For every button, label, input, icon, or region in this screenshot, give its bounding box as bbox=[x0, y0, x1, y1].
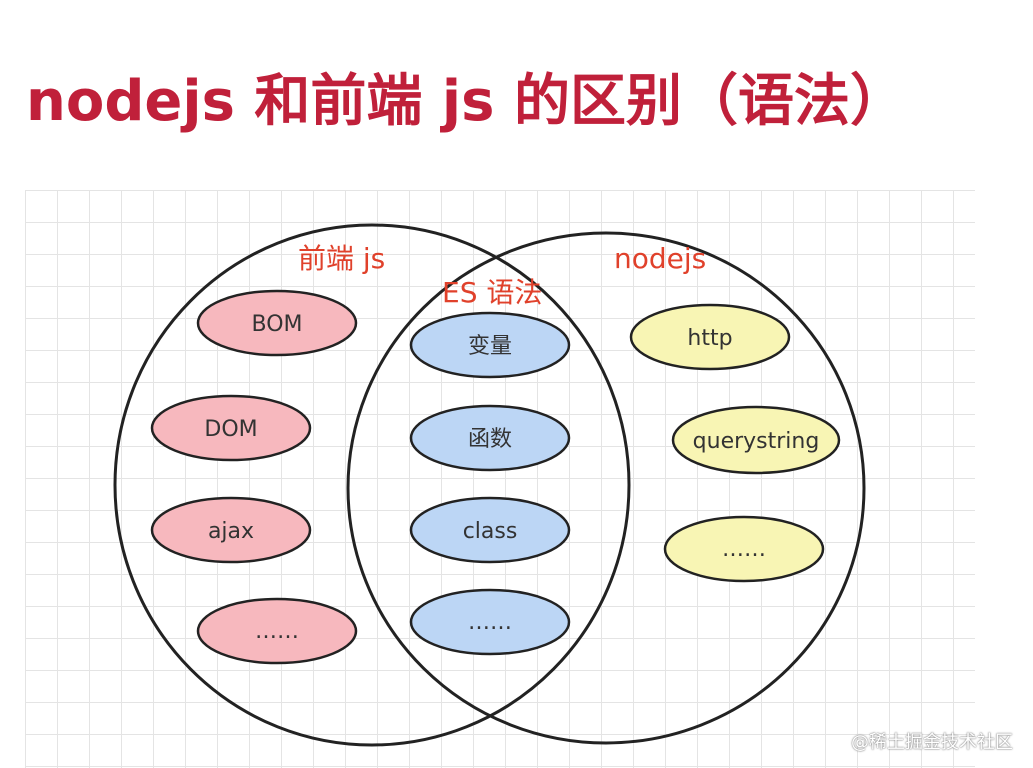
shared-node-label: class bbox=[463, 519, 518, 544]
nodejs-node-label: http bbox=[687, 326, 732, 351]
shared-node-label: 变量 bbox=[468, 334, 512, 359]
nodejs-node-querystring: querystring bbox=[671, 405, 841, 475]
frontend-node-label: DOM bbox=[204, 417, 257, 442]
shared-node-label: …… bbox=[468, 610, 512, 635]
nodejs-circle bbox=[346, 231, 866, 745]
frontend-node-ajax: ajax bbox=[150, 496, 312, 564]
frontend-js-circle bbox=[113, 223, 631, 747]
nodejs-node-label: …… bbox=[722, 537, 766, 562]
frontend-node-label: …… bbox=[255, 619, 299, 644]
shared-node-function: 函数 bbox=[409, 404, 571, 472]
shared-node-class: class bbox=[409, 496, 571, 564]
nodejs-node-more: …… bbox=[663, 515, 825, 583]
frontend-node-label: BOM bbox=[251, 312, 302, 337]
slide-title: nodejs 和前端 js 的区别（语法） bbox=[26, 69, 906, 134]
nodejs-label: nodejs bbox=[614, 242, 706, 275]
shared-node-variable: 变量 bbox=[409, 311, 571, 379]
shared-node-label: 函数 bbox=[468, 427, 512, 452]
watermark: @稀土掘金技术社区 bbox=[851, 732, 1013, 753]
grid-background bbox=[25, 190, 975, 768]
frontend-node-bom: BOM bbox=[196, 289, 358, 357]
frontend-js-label: 前端 js bbox=[298, 242, 385, 275]
frontend-node-label: ajax bbox=[208, 519, 254, 544]
frontend-node-dom: DOM bbox=[150, 394, 312, 462]
frontend-node-more: …… bbox=[196, 597, 358, 665]
nodejs-node-label: querystring bbox=[693, 429, 820, 454]
shared-node-more: …… bbox=[409, 588, 571, 656]
nodejs-node-http: http bbox=[629, 303, 791, 371]
es-syntax-label: ES 语法 bbox=[442, 276, 542, 309]
